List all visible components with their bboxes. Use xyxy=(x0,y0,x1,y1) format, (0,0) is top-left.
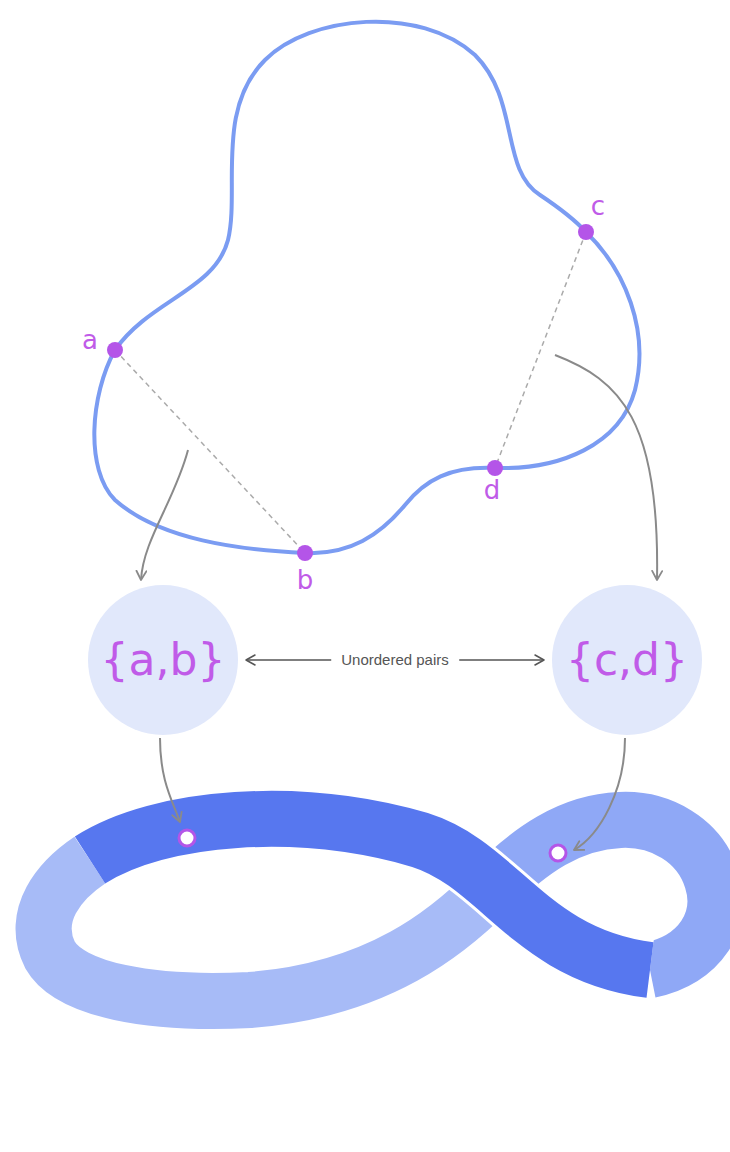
pair-text: {c,d} xyxy=(566,636,688,684)
strip-point xyxy=(550,845,566,861)
chord-line xyxy=(495,232,586,468)
closed-curve xyxy=(94,22,639,553)
point-label: a xyxy=(82,327,98,353)
point-label: c xyxy=(591,193,605,219)
map-arrow xyxy=(555,355,657,580)
pair-text: {a,b} xyxy=(101,636,226,684)
curve-point xyxy=(578,224,594,240)
map-arrow xyxy=(141,450,188,580)
strip-point xyxy=(179,830,195,846)
curve-point xyxy=(297,545,313,561)
moebius-strip xyxy=(44,819,716,1001)
pair-circle: {a,b} xyxy=(88,585,238,735)
circle-fill xyxy=(88,585,238,735)
point-label: d xyxy=(484,477,501,503)
curve-point xyxy=(107,342,123,358)
point-label: b xyxy=(297,567,314,593)
pair-circle: {c,d} xyxy=(552,585,702,735)
chord-line xyxy=(115,350,305,553)
map-arrow xyxy=(574,738,625,850)
map-arrow xyxy=(160,738,180,822)
connector-label: Unordered pairs xyxy=(331,651,459,669)
curve-point xyxy=(487,460,503,476)
circle-fill xyxy=(552,585,702,735)
